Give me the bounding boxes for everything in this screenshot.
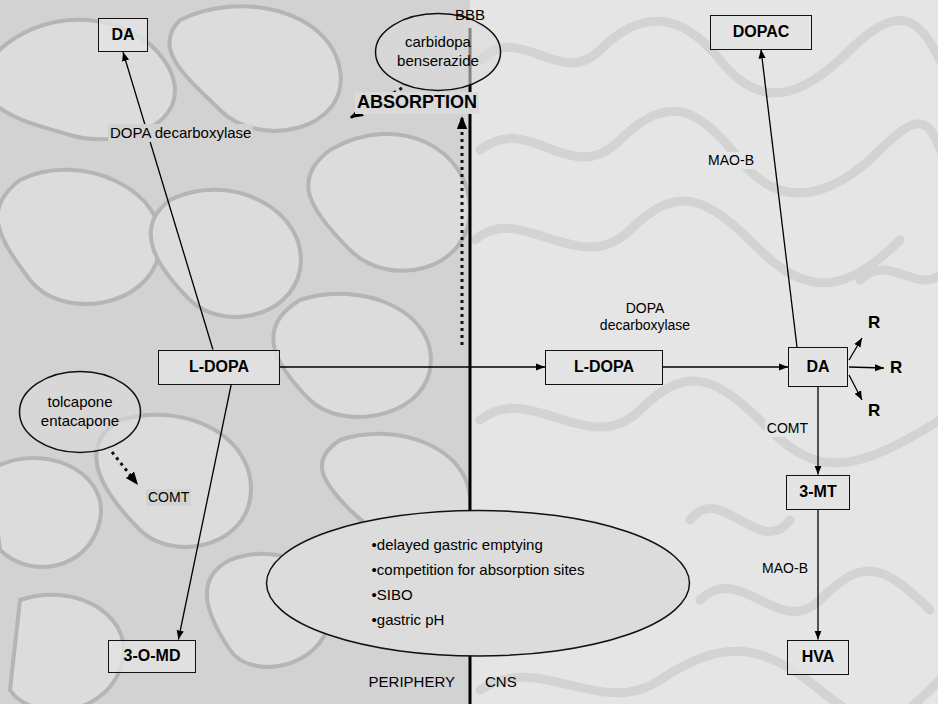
reaction-arrow: [123, 52, 213, 350]
node-text: •gastric pH: [372, 608, 445, 633]
text-group: HVA: [802, 647, 835, 666]
metabolite-box: 3-O-MD: [108, 640, 196, 673]
node-text: DA: [806, 357, 829, 376]
brain-gyrus: [860, 270, 938, 280]
brain-gyrus: [700, 571, 930, 611]
node-text: carbidopa: [405, 33, 471, 52]
region-label: PERIPHERY: [367, 673, 457, 691]
text-group: L-DOPA: [189, 357, 249, 376]
reaction-arrow: [178, 385, 231, 640]
node-text: HVA: [802, 647, 835, 666]
reaction-arrow: [817, 510, 818, 640]
reaction-arrow: [761, 50, 797, 348]
brain-gyrus: [480, 651, 938, 704]
enzyme-label: DOPA decarboxylase: [108, 124, 253, 142]
metabolite-box: DOPAC: [710, 15, 812, 50]
ellipse-outline: [267, 510, 690, 656]
absorption-arrow: [461, 116, 464, 345]
node-text: L-DOPA: [189, 357, 249, 376]
process-label: ABSORPTION: [355, 92, 479, 114]
reaction-arrow: [817, 387, 818, 475]
barrier-label: BBB: [453, 6, 487, 24]
metabolite-box: DA: [98, 18, 148, 52]
intestine-loop: [0, 170, 161, 304]
neurotransmitter-box: DA: [788, 347, 848, 387]
text-group: DA: [806, 357, 829, 376]
receptor-arrow: [849, 375, 862, 400]
intestine-loop: [0, 20, 175, 140]
text-group: 3-MT: [799, 482, 836, 501]
text-group: 3-O-MD: [124, 646, 181, 665]
node-text: 3-O-MD: [124, 646, 181, 665]
receptor-label: R: [866, 313, 882, 333]
brain-gyrus: [475, 201, 900, 283]
intestine-loop: [0, 458, 101, 567]
receptor-arrow: [849, 338, 862, 360]
enzyme-label: MAO-B: [706, 152, 756, 169]
text-group: DA: [111, 25, 134, 44]
receptor-arrow: [849, 367, 884, 368]
metabolite-box: 3-MT: [786, 475, 850, 510]
node-text: L-DOPA: [574, 357, 634, 376]
node-text: •SIBO: [372, 583, 413, 608]
inhibition-arrow: [112, 452, 138, 485]
metabolite-box: HVA: [787, 640, 849, 675]
intestine-loop: [273, 294, 431, 417]
text-group: •delayed gastric emptying•competition fo…: [372, 533, 585, 632]
ellipse-outline: [375, 14, 500, 91]
intestine-loop: [308, 134, 470, 271]
drug-box: L-DOPA: [158, 350, 280, 385]
drug-box: L-DOPA: [545, 350, 663, 385]
intestine-loop: [10, 595, 124, 704]
node-text: benserazide: [397, 52, 479, 71]
inhibitor-ellipse: tolcaponeentacapone: [18, 370, 142, 454]
brain-gyrus: [480, 111, 938, 193]
brain-gyrus: [690, 508, 790, 531]
factor-ellipse: •delayed gastric emptying•competition fo…: [265, 509, 691, 658]
node-text: •competition for absorption sites: [372, 558, 585, 583]
ellipse-outline: [265, 509, 691, 658]
enzyme-label: MAO-B: [760, 560, 810, 577]
node-text: DOPAC: [733, 22, 790, 41]
node-text: 3-MT: [799, 482, 836, 501]
node-text: •delayed gastric emptying: [372, 533, 543, 558]
text-group: tolcaponeentacapone: [41, 393, 119, 431]
inhibitor-ellipse: carbidopabenserazide: [374, 12, 502, 92]
receptor-label: R: [888, 358, 904, 378]
intestine-loop: [169, 6, 340, 131]
region-label: CNS: [483, 673, 519, 691]
text-group: L-DOPA: [574, 357, 634, 376]
brain-gyrus: [480, 381, 938, 463]
reaction-arrow: [280, 366, 545, 367]
brain-gyrus: [480, 20, 938, 93]
enzyme-label: COMT: [765, 420, 810, 437]
reaction-arrow: [663, 366, 788, 367]
intestine-loop: [151, 190, 301, 317]
enzyme-label: COMT: [146, 489, 191, 506]
node-text: tolcapone: [47, 393, 112, 412]
receptor-label: R: [866, 401, 882, 421]
text-group: DOPAC: [733, 22, 790, 41]
node-text: DA: [111, 25, 134, 44]
ellipse-outline: [20, 372, 141, 453]
enzyme-label: DOPA decarboxylase: [591, 300, 699, 334]
node-text: entacapone: [41, 412, 119, 431]
text-group: carbidopabenserazide: [397, 33, 479, 71]
